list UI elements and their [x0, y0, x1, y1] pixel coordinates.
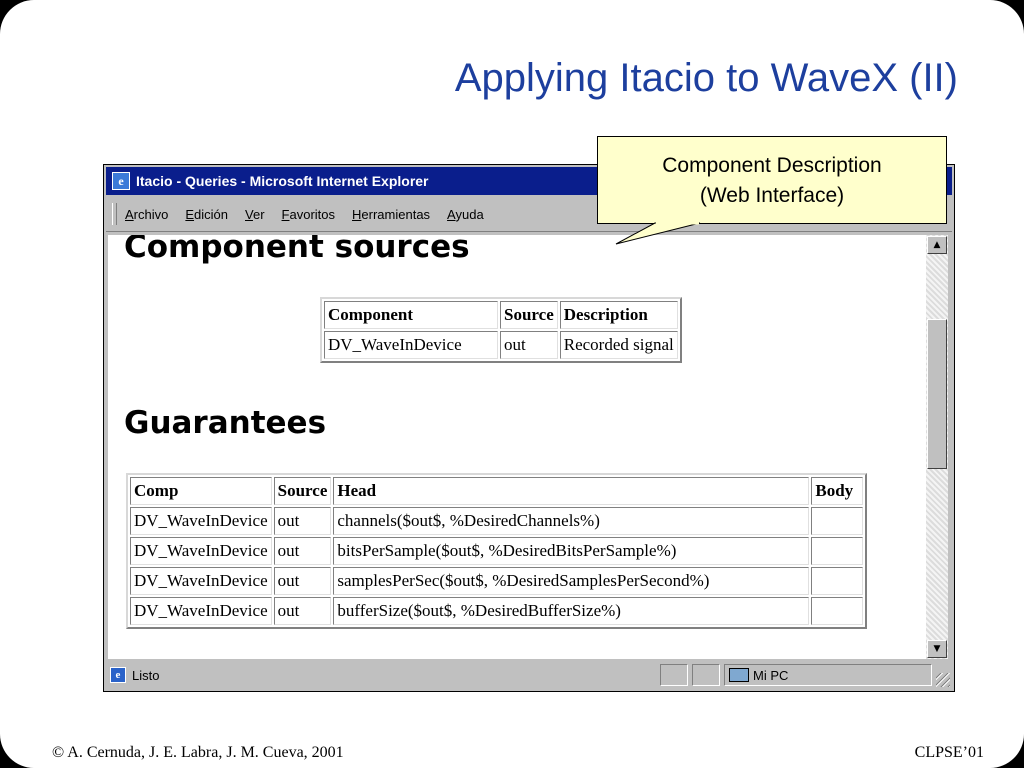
cell-source: out — [273, 597, 332, 625]
table-row: DV_WaveInDevice out channels($out$, %Des… — [130, 507, 864, 535]
cell-source: out — [500, 331, 558, 359]
cell-body — [811, 507, 864, 535]
page-content: Component sources Component Source Descr… — [108, 235, 926, 659]
table-row: DV_WaveInDevice out Recorded signal — [324, 331, 678, 359]
table-row: DV_WaveInDevice out bufferSize($out$, %D… — [130, 597, 864, 625]
col-comp: Comp — [130, 477, 272, 505]
col-source: Source — [500, 301, 558, 329]
status-bar: e Listo Mi PC — [106, 663, 952, 689]
menu-archivo[interactable]: Archivo — [125, 206, 169, 222]
table-header-row: Component Source Description — [324, 301, 678, 329]
guarantees-table: Comp Source Head Body DV_WaveInDevice ou… — [126, 473, 868, 629]
footer-conference: CLPSE’01 — [914, 744, 984, 761]
resize-grip-icon[interactable] — [936, 673, 950, 687]
table-header-row: Comp Source Head Body — [130, 477, 864, 505]
status-text: Listo — [132, 667, 160, 683]
scroll-up-icon[interactable]: ▲ — [927, 236, 947, 254]
cell-comp: DV_WaveInDevice — [130, 567, 272, 595]
guarantees-heading: Guarantees — [124, 405, 327, 441]
browser-title: Itacio - Queries - Microsoft Internet Ex… — [136, 173, 429, 189]
scroll-down-icon[interactable]: ▼ — [927, 640, 947, 658]
menu-ver[interactable]: Ver — [245, 206, 265, 222]
status-main-panel: e Listo — [106, 664, 656, 686]
scroll-thumb[interactable] — [927, 319, 947, 469]
cell-comp: DV_WaveInDevice — [130, 507, 272, 535]
callout-line-1: Component Description — [662, 154, 882, 177]
ie-logo-icon: e — [112, 172, 130, 190]
toolbar-grip[interactable] — [112, 203, 117, 225]
page-loaded-icon: e — [110, 667, 126, 683]
cell-component: DV_WaveInDevice — [324, 331, 498, 359]
col-body: Body — [811, 477, 864, 505]
cell-head: samplesPerSec($out$, %DesiredSamplesPerS… — [333, 567, 810, 595]
sources-table: Component Source Description DV_WaveInDe… — [320, 297, 682, 363]
browser-window: e Itacio - Queries - Microsoft Internet … — [103, 164, 955, 692]
cell-comp: DV_WaveInDevice — [130, 537, 272, 565]
vertical-scrollbar[interactable]: ▲ ▼ — [926, 235, 948, 659]
status-zone-text: Mi PC — [753, 667, 789, 683]
cell-source: out — [273, 507, 332, 535]
status-panel-progress — [660, 664, 688, 686]
menu-edicion[interactable]: Edición — [185, 206, 228, 222]
callout-box: Component Description (Web Interface) — [597, 136, 947, 224]
cell-description: Recorded signal — [559, 331, 678, 359]
status-panel-secure — [692, 664, 720, 686]
callout-line-2: (Web Interface) — [699, 184, 845, 207]
status-zone-panel: Mi PC — [724, 664, 932, 686]
cell-head: bufferSize($out$, %DesiredBufferSize%) — [333, 597, 810, 625]
cell-head: bitsPerSample($out$, %DesiredBitsPerSamp… — [333, 537, 810, 565]
menu-herramientas[interactable]: Herramientas — [352, 206, 431, 222]
cell-source: out — [273, 567, 332, 595]
col-head: Head — [333, 477, 810, 505]
col-description: Description — [559, 301, 678, 329]
cell-body — [811, 537, 864, 565]
col-component: Component — [324, 301, 498, 329]
menu-favoritos[interactable]: Favoritos — [281, 206, 336, 222]
my-computer-icon — [729, 668, 749, 682]
col-source: Source — [273, 477, 332, 505]
cell-comp: DV_WaveInDevice — [130, 597, 272, 625]
menu-ayuda[interactable]: Ayuda — [447, 206, 484, 222]
cell-source: out — [273, 537, 332, 565]
footer-copyright: © A. Cernuda, J. E. Labra, J. M. Cueva, … — [52, 744, 344, 761]
cell-head: channels($out$, %DesiredChannels%) — [333, 507, 810, 535]
cell-body — [811, 567, 864, 595]
sources-heading: Component sources — [124, 235, 470, 265]
cell-body — [811, 597, 864, 625]
table-row: DV_WaveInDevice out bitsPerSample($out$,… — [130, 537, 864, 565]
table-row: DV_WaveInDevice out samplesPerSec($out$,… — [130, 567, 864, 595]
slide-title: Applying Itacio to WaveX (II) — [454, 56, 958, 100]
